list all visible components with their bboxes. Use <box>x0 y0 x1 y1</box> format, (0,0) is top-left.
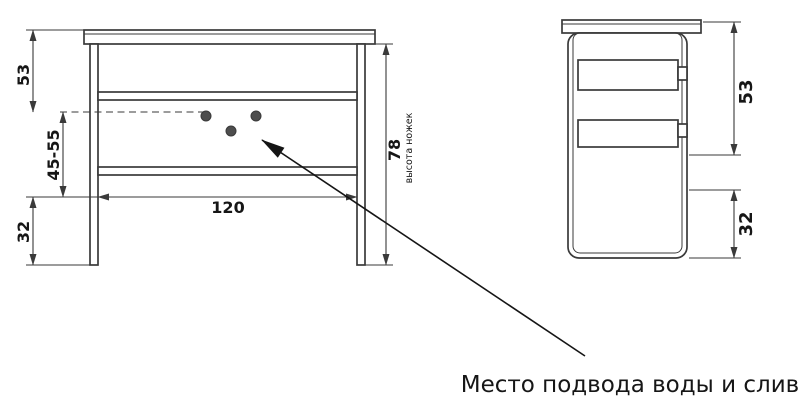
apron-rail <box>97 91 358 101</box>
side-panel-lower <box>577 119 679 148</box>
dim-label-53-side: 53 <box>736 79 757 104</box>
drain-hole-center <box>225 125 237 137</box>
side-frame-inner <box>572 32 683 254</box>
leg-height-note: высота ножек <box>404 112 415 183</box>
side-panel-upper-bracket <box>677 66 688 81</box>
left-leg <box>89 43 99 266</box>
callout-arrow <box>261 139 586 357</box>
dim-label-53-front: 53 <box>14 64 33 86</box>
shelf-rail <box>97 166 358 176</box>
callout-label: Место подвода воды и слив <box>461 372 799 398</box>
dim-label-45-55: 45-55 <box>44 129 63 180</box>
side-view-dimensions: 53 32 <box>689 21 757 259</box>
dim-label-120: 120 <box>211 198 244 217</box>
dim-label-32-front: 32 <box>14 221 33 243</box>
side-panel-lower-bracket <box>677 123 688 138</box>
tabletop-front <box>83 29 376 45</box>
side-view <box>561 19 702 259</box>
callout: Место подвода воды и слив <box>261 139 799 398</box>
dim-label-32-side: 32 <box>736 211 757 236</box>
dim-label-78: 78 <box>385 139 404 161</box>
front-view-dimension-width: 120 <box>97 193 358 217</box>
tabletop-side <box>561 19 702 34</box>
side-panel-upper <box>577 59 679 91</box>
front-view-dimensions-left: 53 45-55 32 <box>14 29 98 266</box>
water-hole-right <box>250 110 262 122</box>
water-hole-left <box>200 110 212 122</box>
right-leg <box>356 43 366 266</box>
front-view <box>60 29 376 266</box>
front-view-dimension-leg-height: 78 высота ножек <box>365 43 415 266</box>
